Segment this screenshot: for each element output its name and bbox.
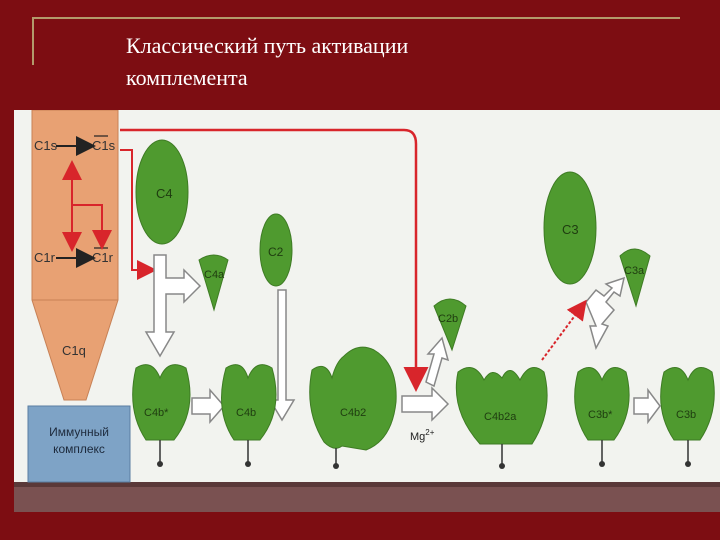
c2-down-arrow (268, 289, 296, 422)
complement-pathway-diagram: C1s C1s C1r C1r C1q Иммунный комплекс C4… (14, 109, 720, 512)
mg-cofactor-label: Mg2+ (410, 428, 435, 443)
c4b2-to-c4b2a-arrow (401, 386, 450, 422)
c1r-label: C1r (34, 250, 56, 265)
c3a-label: C3a (624, 265, 645, 277)
cell-membrane (14, 482, 720, 512)
c2b-fragment (433, 298, 467, 352)
c4b2-molecule (309, 346, 397, 469)
c4-label: C4 (156, 186, 173, 201)
c2-label: C2 (268, 245, 284, 259)
c4b-molecule (221, 364, 277, 467)
c4b-star-molecule (132, 364, 191, 467)
immune-complex-label-line-2: комплекс (53, 442, 105, 456)
c4b2a-to-c3-red-arrow (541, 299, 587, 361)
immune-complex-label-line-1: Иммунный (49, 425, 109, 439)
c2b-label: C2b (438, 313, 458, 325)
title-line-1: Классический путь активации (126, 33, 409, 58)
c1s-label: C1s (34, 138, 58, 153)
c4b2a-label: C4b2a (484, 411, 517, 423)
c1r-active-label: C1r (92, 250, 114, 265)
c3-label: C3 (562, 222, 579, 237)
c1-internal-red-arrows (62, 160, 112, 252)
title-line-2: комплемента (126, 65, 248, 90)
c3b-molecule (660, 367, 715, 467)
c4a-label: C4a (204, 269, 225, 281)
c1q-label: C1q (62, 343, 86, 358)
c3b-label: C3b (676, 409, 696, 421)
c2-molecule (259, 213, 293, 287)
c4b-star-label: C4b* (144, 407, 169, 419)
c3b-star-to-c3b-arrow (633, 387, 661, 425)
slide-title: Классический путь активации комплемента (126, 30, 646, 94)
immune-complex-box (27, 405, 131, 483)
c4a-fragment (198, 254, 229, 312)
c4-cleavage-arrow (144, 254, 202, 358)
c4b-label: C4b (236, 407, 256, 419)
c1s-to-c4-red-arrow (120, 149, 157, 280)
c4b2-label: C4b2 (340, 407, 366, 419)
c1s-active-label: C1s (92, 138, 116, 153)
c3b-star-label: C3b* (588, 409, 613, 421)
c4-molecule (135, 139, 189, 245)
c4b2a-molecule (455, 367, 548, 469)
c3-molecule (543, 171, 597, 285)
c1s-to-c2-red-arrow (120, 128, 429, 392)
c3b-star-molecule (574, 367, 630, 467)
c3a-fragment (619, 248, 651, 308)
c3-cleavage-arrow (585, 276, 626, 350)
frame-line-vertical (32, 17, 34, 65)
c1-complex (31, 109, 119, 401)
c2-cleavage-arrow (425, 336, 450, 388)
c4b-star-to-c4b-arrow (191, 388, 225, 424)
frame-line-horizontal (32, 17, 680, 19)
